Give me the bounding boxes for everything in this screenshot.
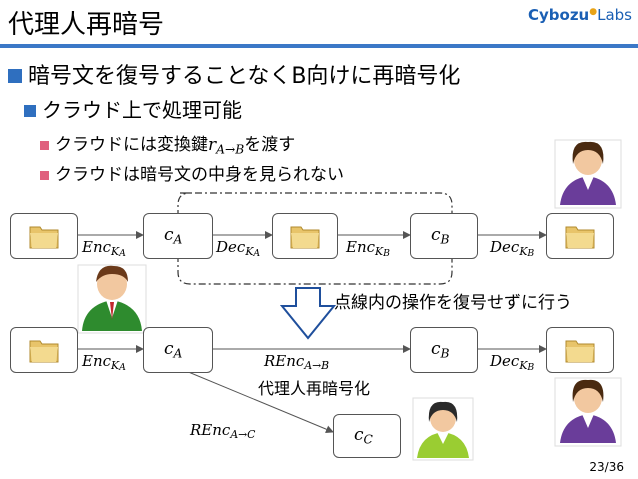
folder-icon: [29, 226, 59, 249]
bullet-level2-text: クラウド上で処理可能: [42, 98, 242, 122]
page-title: 代理人再暗号: [8, 10, 165, 40]
bullet-key-text: クラウドには変換鍵: [55, 135, 208, 155]
plaintext-box-b-row1: [546, 213, 614, 259]
arrow-renc-ac: [185, 370, 334, 434]
big-down-arrow-icon: [279, 287, 337, 340]
ciphertext-a-label: cA: [164, 339, 183, 361]
bullet-level3-privacy: クラウドは暗号文の中身を見られない: [40, 160, 344, 185]
plaintext-box-cloud: [272, 213, 338, 259]
ciphertext-box-a-row2: cA: [143, 327, 213, 373]
logo-mark-icon: ●: [589, 7, 598, 17]
plaintext-box-a-row1: [10, 213, 78, 259]
logo-main: Cybozu: [528, 6, 590, 24]
key-subscript: A→B: [216, 142, 245, 157]
bullet-level3-key: クラウドには変換鍵rA→Bを渡す: [40, 130, 295, 157]
renc-ab-label: REncA→B: [264, 352, 330, 373]
ciphertext-box-c: cC: [333, 414, 401, 458]
dec-ka-label: DecKA: [216, 238, 261, 260]
enc-ka-label-row1: EncKA: [82, 238, 126, 260]
dashed-region: [177, 192, 453, 285]
bullet-level2: クラウド上で処理可能: [24, 94, 242, 123]
header-rule: [0, 44, 638, 48]
proxy-reencryption-label: 代理人再暗号化: [258, 379, 371, 398]
bullet-key-text-end: を渡す: [244, 135, 296, 155]
enc-ka-label-row2: EncKA: [82, 352, 126, 374]
person-b-icon: [554, 377, 622, 447]
plaintext-box-b-row2: [546, 327, 614, 373]
ciphertext-a-label: cA: [164, 225, 183, 247]
ciphertext-b-label: cB: [431, 225, 450, 247]
plaintext-box-a-row2: [10, 327, 78, 373]
key-symbol: r: [208, 135, 217, 155]
ciphertext-box-b-row2: cB: [410, 327, 478, 373]
enc-kb-label: EncKB: [346, 238, 390, 260]
folder-icon: [290, 226, 320, 249]
dec-kb-label-row2: DecKB: [490, 352, 535, 374]
ciphertext-box-a-row1: cA: [143, 213, 213, 259]
square-bullet-icon: [8, 69, 22, 83]
bullet-level1-text: 暗号文を復号することなくB向けに再暗号化: [28, 64, 461, 89]
dec-kb-label-row1: DecKB: [490, 238, 535, 260]
square-bullet-icon: [40, 141, 49, 150]
ciphertext-b-label: cB: [431, 339, 450, 361]
page-number: 23/36: [589, 460, 624, 474]
bullet-privacy-text: クラウドは暗号文の中身を見られない: [55, 165, 344, 185]
folder-icon: [565, 340, 595, 363]
person-c-icon: [412, 397, 474, 461]
folder-icon: [29, 340, 59, 363]
logo-sub: Labs: [597, 6, 632, 24]
square-bullet-icon: [24, 105, 36, 117]
person-b-icon: [554, 139, 622, 209]
person-a-icon: [77, 264, 147, 334]
dashed-region-note: 点線内の操作を復号せずに行う: [334, 293, 572, 313]
ciphertext-c-label: cC: [354, 425, 373, 447]
logo: Cybozu●Labs: [528, 6, 632, 24]
folder-icon: [565, 226, 595, 249]
renc-ac-label: REncA→C: [190, 421, 256, 442]
bullet-level1: 暗号文を復号することなくB向けに再暗号化: [8, 58, 460, 90]
square-bullet-icon: [40, 171, 49, 180]
ciphertext-box-b-row1: cB: [410, 213, 478, 259]
